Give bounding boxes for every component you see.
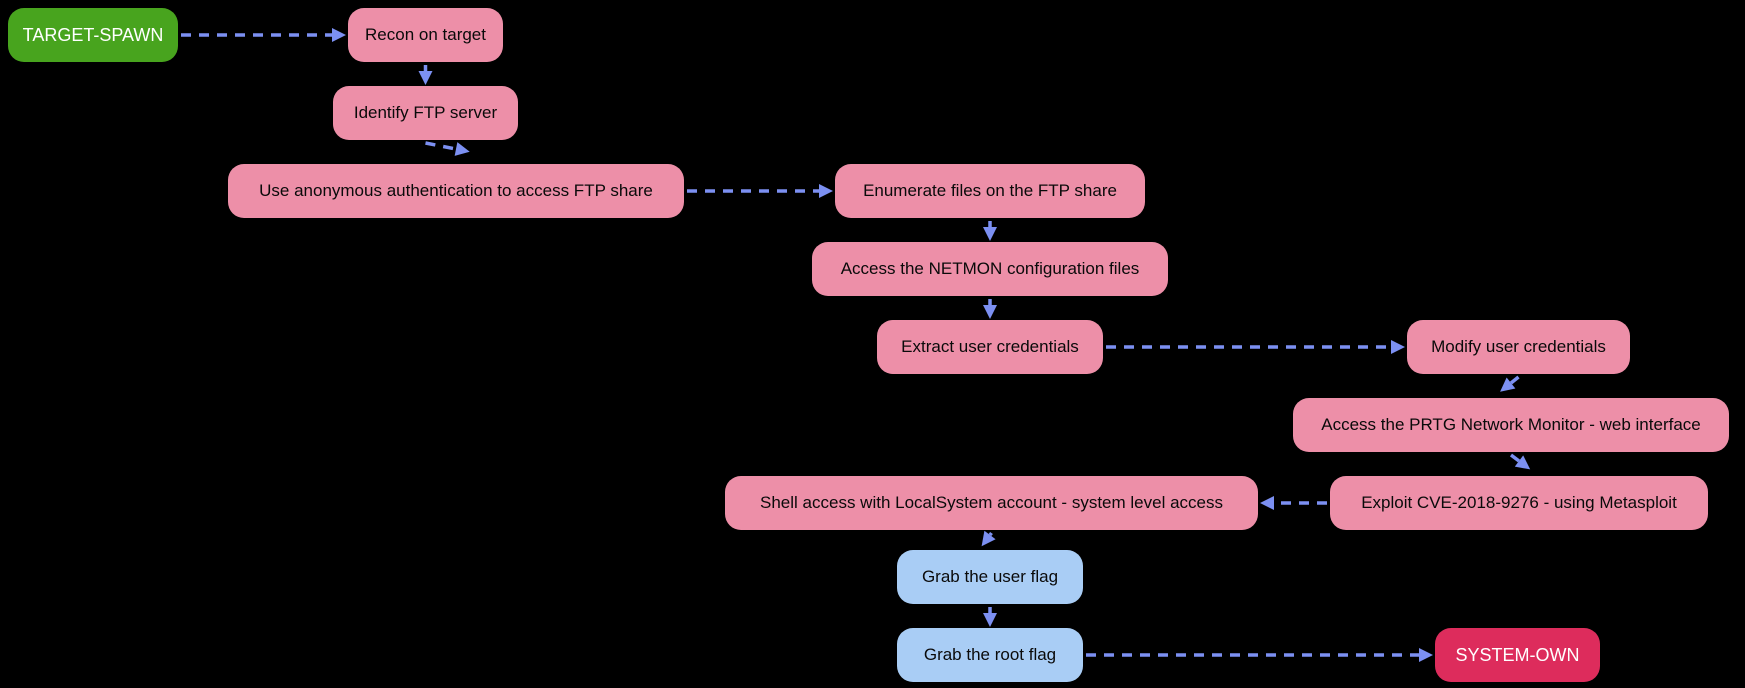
edge-modify-creds-to-access-prtg — [1500, 375, 1520, 392]
node-system-own: SYSTEM-OWN — [1435, 628, 1600, 682]
edge-shell-access-to-user-flag — [981, 530, 996, 547]
node-access-netmon-config: Access the NETMON configuration files — [812, 242, 1168, 296]
node-identify-ftp-server: Identify FTP server — [333, 86, 518, 140]
node-enumerate-files: Enumerate files on the FTP share — [835, 164, 1145, 218]
node-access-prtg-web: Access the PRTG Network Monitor - web in… — [1293, 398, 1729, 452]
node-grab-user-flag: Grab the user flag — [897, 550, 1083, 604]
node-recon-on-target: Recon on target — [348, 8, 503, 62]
node-shell-access: Shell access with LocalSystem account - … — [725, 476, 1258, 530]
node-grab-root-flag: Grab the root flag — [897, 628, 1083, 682]
node-target-spawn: TARGET-SPAWN — [8, 8, 178, 62]
node-modify-credentials: Modify user credentials — [1407, 320, 1630, 374]
node-extract-credentials: Extract user credentials — [877, 320, 1103, 374]
node-anonymous-authentication: Use anonymous authentication to access F… — [228, 164, 684, 218]
edge-identify-ftp-to-anon-auth — [425, 141, 470, 156]
edge-access-prtg-to-exploit-cve — [1509, 453, 1531, 470]
node-exploit-cve: Exploit CVE-2018-9276 - using Metasploit — [1330, 476, 1708, 530]
